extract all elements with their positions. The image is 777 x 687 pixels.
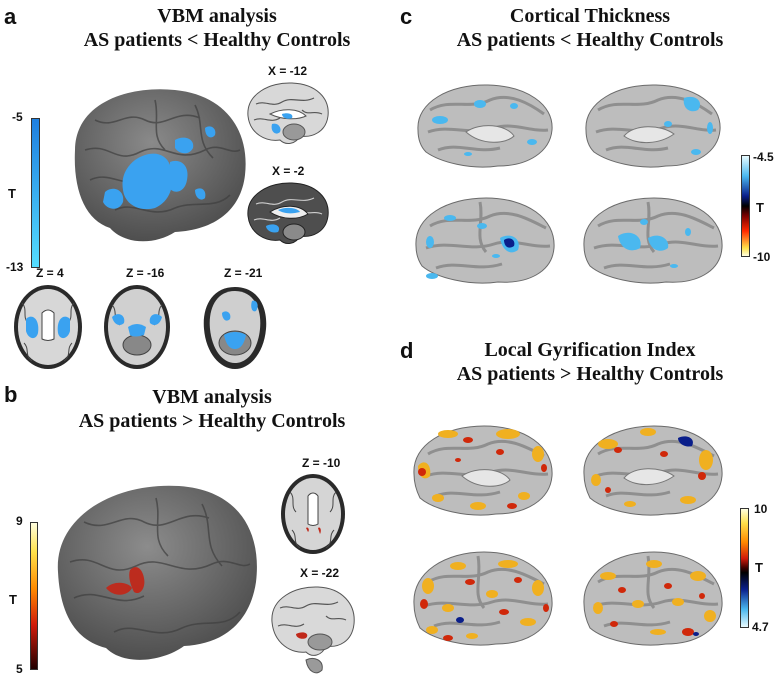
panel-c-title-line2: AS patients < Healthy Controls	[456, 29, 724, 51]
panel-b-3d-brain	[57, 485, 257, 660]
panel-a-axial-z-16	[104, 285, 170, 369]
panel-b-colorbar-bottom: 5	[16, 662, 23, 676]
panel-c-title-line1: Cortical Thickness	[509, 5, 671, 27]
panel-c-letter: c	[400, 4, 413, 29]
panel-a-colorbar	[31, 118, 40, 268]
panel-b-title-line2: AS patients > Healthy Controls	[78, 410, 346, 432]
panel-b-title-line1: VBM analysis	[152, 386, 272, 408]
panel-a-colorbar-bottom: -13	[6, 260, 24, 274]
panel-a-sagittal-x-2	[247, 182, 329, 244]
panel-a-slice-label-x-12: X = -12	[268, 64, 308, 78]
panel-b-sagittal-x-22	[271, 586, 355, 674]
panel-b-colorbar-top: 9	[16, 514, 23, 528]
panel-d-surface-lateral-right	[583, 551, 723, 646]
panel-b-slice-label-x-22: X = -22	[300, 566, 340, 580]
panel-d-title-line2: AS patients > Healthy Controls	[456, 363, 724, 385]
panel-a-3d-brain	[74, 89, 246, 242]
panel-a-colorbar-axis: T	[8, 186, 16, 201]
panel-a-title-line1: VBM analysis	[157, 5, 277, 27]
panel-a-title-line2: AS patients < Healthy Controls	[83, 29, 351, 51]
panel-d-colorbar	[740, 508, 749, 628]
panel-d-title-line1: Local Gyrification Index	[484, 339, 696, 361]
panel-b-colorbar	[30, 522, 38, 670]
panel-a-slice-label-z-21: Z = -21	[224, 266, 263, 280]
panel-a-sagittal-x-12	[247, 82, 329, 144]
panel-c-surface-lateral-right	[583, 197, 723, 284]
panel-c-surface-medial-left	[417, 84, 553, 168]
panel-b-colorbar-axis: T	[9, 592, 17, 607]
panel-c-surface-lateral-left	[415, 197, 555, 284]
panel-b-letter: b	[4, 382, 18, 407]
panel-a-axial-z4	[14, 285, 82, 369]
panel-c-surface-medial-right	[585, 84, 721, 168]
panel-d-colorbar-bottom: 4.7	[752, 620, 769, 634]
panel-d-colorbar-axis: T	[755, 560, 763, 575]
panel-d-surface-lateral-left	[413, 551, 553, 646]
panel-d-colorbar-top: 10	[754, 502, 768, 516]
panel-c-colorbar-bottom: -10	[753, 250, 771, 264]
panel-a-slice-label-z-16: Z = -16	[126, 266, 165, 280]
panel-d-surface-medial-right	[583, 425, 723, 516]
panel-a-slice-label-x-2: X = -2	[272, 164, 305, 178]
panel-b-slice-label-z-10: Z = -10	[302, 456, 341, 470]
panel-c-colorbar-axis: T	[756, 200, 764, 215]
panel-a-colorbar-top: -5	[12, 110, 23, 124]
panel-a-slice-label-z4: Z = 4	[36, 266, 64, 280]
panel-c-colorbar	[741, 155, 750, 257]
panel-a-letter: a	[4, 4, 17, 29]
panel-d-letter: d	[400, 338, 414, 363]
panel-a-axial-z-21	[203, 287, 267, 369]
panel-d-surface-medial-left	[413, 425, 553, 516]
panel-b-axial-z-10	[281, 474, 345, 554]
panel-c-colorbar-top: -4.5	[753, 150, 774, 164]
